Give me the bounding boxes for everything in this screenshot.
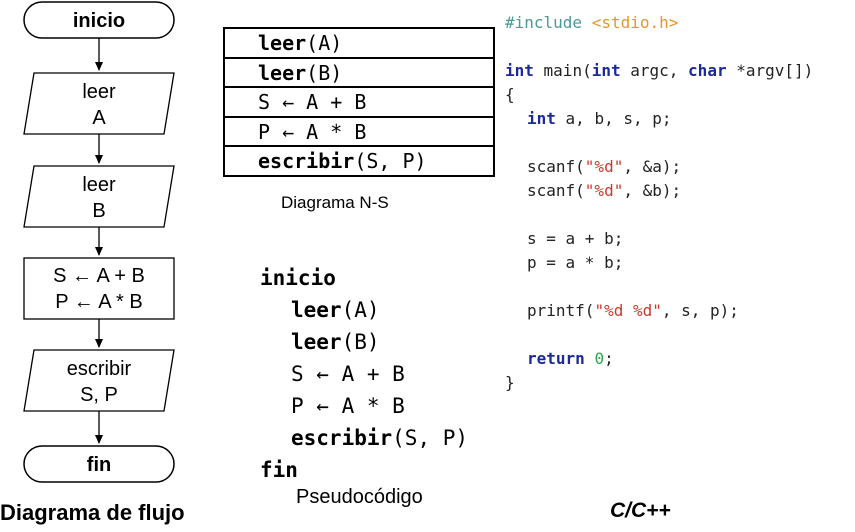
code-text: p = a * b; bbox=[527, 253, 624, 272]
pseudocode-caption: Pseudocódigo bbox=[296, 486, 423, 508]
flowchart: inicio leer A leer B S ← A + B P ← A * B… bbox=[23, 1, 175, 483]
pseudocode-line: inicio bbox=[260, 262, 468, 294]
write-keyword: escribir bbox=[67, 358, 132, 380]
process-sum: S ← A + B bbox=[53, 265, 145, 287]
pseudocode-argument: (A) bbox=[341, 298, 380, 322]
ns-keyword: leer bbox=[258, 60, 307, 85]
code-text: printf( bbox=[527, 301, 595, 320]
code-text: s = a + b; bbox=[527, 229, 624, 248]
pseudocode-line: fin bbox=[260, 454, 468, 486]
code-caption: C/C++ bbox=[610, 499, 671, 522]
code-keyword: int bbox=[505, 61, 534, 80]
c-code-block: #include <stdio.h> int main(int argc, ch… bbox=[505, 11, 813, 395]
code-text: a, b, s, p; bbox=[555, 109, 672, 128]
code-header-name: <stdio.h> bbox=[591, 13, 679, 32]
ns-row: P ← A * B bbox=[225, 118, 493, 148]
ns-row: S ← A + B bbox=[225, 88, 493, 118]
ns-argument: (S, P) bbox=[354, 149, 427, 174]
code-keyword: char bbox=[688, 61, 727, 80]
read-a-keyword: leer bbox=[82, 81, 116, 103]
read-b-keyword: leer bbox=[82, 174, 116, 196]
read-a-variable: A bbox=[92, 107, 106, 129]
code-preprocessor: #include bbox=[505, 13, 583, 32]
ns-argument: (A) bbox=[306, 31, 343, 55]
ns-diagram: leer(A) leer(B) S ← A + B P ← A * B escr… bbox=[223, 27, 495, 177]
code-line-blank bbox=[505, 275, 813, 299]
code-text: } bbox=[505, 373, 515, 392]
ns-keyword: leer bbox=[258, 31, 307, 55]
code-line: int main(int argc, char *argv[]) bbox=[505, 59, 813, 83]
start-terminal: inicio bbox=[23, 1, 175, 39]
pseudocode-line: leer(A) bbox=[260, 294, 468, 326]
pseudocode-begin: inicio bbox=[260, 266, 336, 290]
pseudocode-line: leer(B) bbox=[260, 326, 468, 358]
pseudocode-end: fin bbox=[260, 458, 298, 482]
pseudocode-line: P ← A * B bbox=[260, 390, 468, 422]
code-line-blank bbox=[505, 323, 813, 347]
code-text: argc, bbox=[620, 61, 689, 80]
code-line-blank bbox=[505, 203, 813, 227]
ns-argument: (B) bbox=[306, 60, 343, 85]
code-number: 0 bbox=[594, 349, 605, 368]
code-text: , &b); bbox=[623, 181, 682, 200]
code-line: return 0; bbox=[505, 347, 813, 371]
read-a-parallelogram: leer A bbox=[23, 72, 175, 135]
pseudocode-statement: S ← A + B bbox=[291, 362, 405, 386]
code-keyword: return bbox=[527, 349, 585, 368]
pseudocode-argument: (S, P) bbox=[392, 426, 469, 450]
read-b-variable: B bbox=[92, 200, 105, 222]
code-text: main( bbox=[533, 61, 592, 80]
ns-statement: S ← A + B bbox=[258, 90, 367, 115]
code-string: "%d" bbox=[584, 181, 624, 200]
code-line-blank bbox=[505, 131, 813, 155]
code-keyword: int bbox=[527, 109, 556, 128]
code-line: #include <stdio.h> bbox=[505, 11, 813, 35]
ns-row: escribir(S, P) bbox=[225, 147, 493, 177]
pseudocode-line: S ← A + B bbox=[260, 358, 468, 390]
code-line: s = a + b; bbox=[505, 227, 813, 251]
pseudocode-block: inicio leer(A) leer(B) S ← A + B P ← A *… bbox=[260, 262, 468, 486]
pseudocode-keyword: leer bbox=[291, 330, 342, 354]
code-text: ; bbox=[604, 349, 614, 368]
code-string: "%d %d" bbox=[594, 301, 662, 320]
ns-row: leer(A) bbox=[225, 29, 493, 59]
end-label: fin bbox=[87, 454, 111, 476]
code-line: { bbox=[505, 83, 813, 107]
code-text: scanf( bbox=[527, 157, 585, 176]
code-line: printf("%d %d", s, p); bbox=[505, 299, 813, 323]
end-terminal: fin bbox=[23, 445, 175, 483]
code-text: , &a); bbox=[623, 157, 682, 176]
code-line-blank bbox=[505, 35, 813, 59]
code-line: int a, b, s, p; bbox=[505, 107, 813, 131]
code-text: *argv[]) bbox=[726, 61, 814, 80]
code-text: { bbox=[505, 85, 515, 104]
ns-caption: Diagrama N-S bbox=[281, 193, 389, 212]
start-label: inicio bbox=[73, 10, 125, 32]
pseudocode-line: escribir(S, P) bbox=[260, 422, 468, 454]
ns-keyword: escribir bbox=[258, 149, 355, 174]
code-line: p = a * b; bbox=[505, 251, 813, 275]
ns-row: leer(B) bbox=[225, 59, 493, 89]
flowchart-caption: Diagrama de flujo bbox=[0, 500, 185, 525]
pseudocode-keyword: leer bbox=[291, 298, 342, 322]
write-variables: S, P bbox=[80, 384, 118, 406]
read-b-parallelogram: leer B bbox=[23, 165, 175, 228]
pseudocode-keyword: escribir bbox=[291, 426, 393, 450]
code-string: "%d" bbox=[584, 157, 624, 176]
code-text: , s, p); bbox=[661, 301, 739, 320]
process-box: S ← A + B P ← A * B bbox=[23, 257, 175, 320]
code-line: scanf("%d", &a); bbox=[505, 155, 813, 179]
pseudocode-argument: (B) bbox=[341, 330, 380, 354]
process-product: P ← A * B bbox=[55, 291, 142, 313]
code-line: } bbox=[505, 371, 813, 395]
ns-statement: P ← A * B bbox=[258, 119, 367, 144]
write-parallelogram: escribir S, P bbox=[23, 349, 175, 412]
pseudocode-statement: P ← A * B bbox=[291, 394, 405, 418]
code-text: scanf( bbox=[527, 181, 585, 200]
code-line: scanf("%d", &b); bbox=[505, 179, 813, 203]
code-keyword: int bbox=[591, 61, 621, 80]
